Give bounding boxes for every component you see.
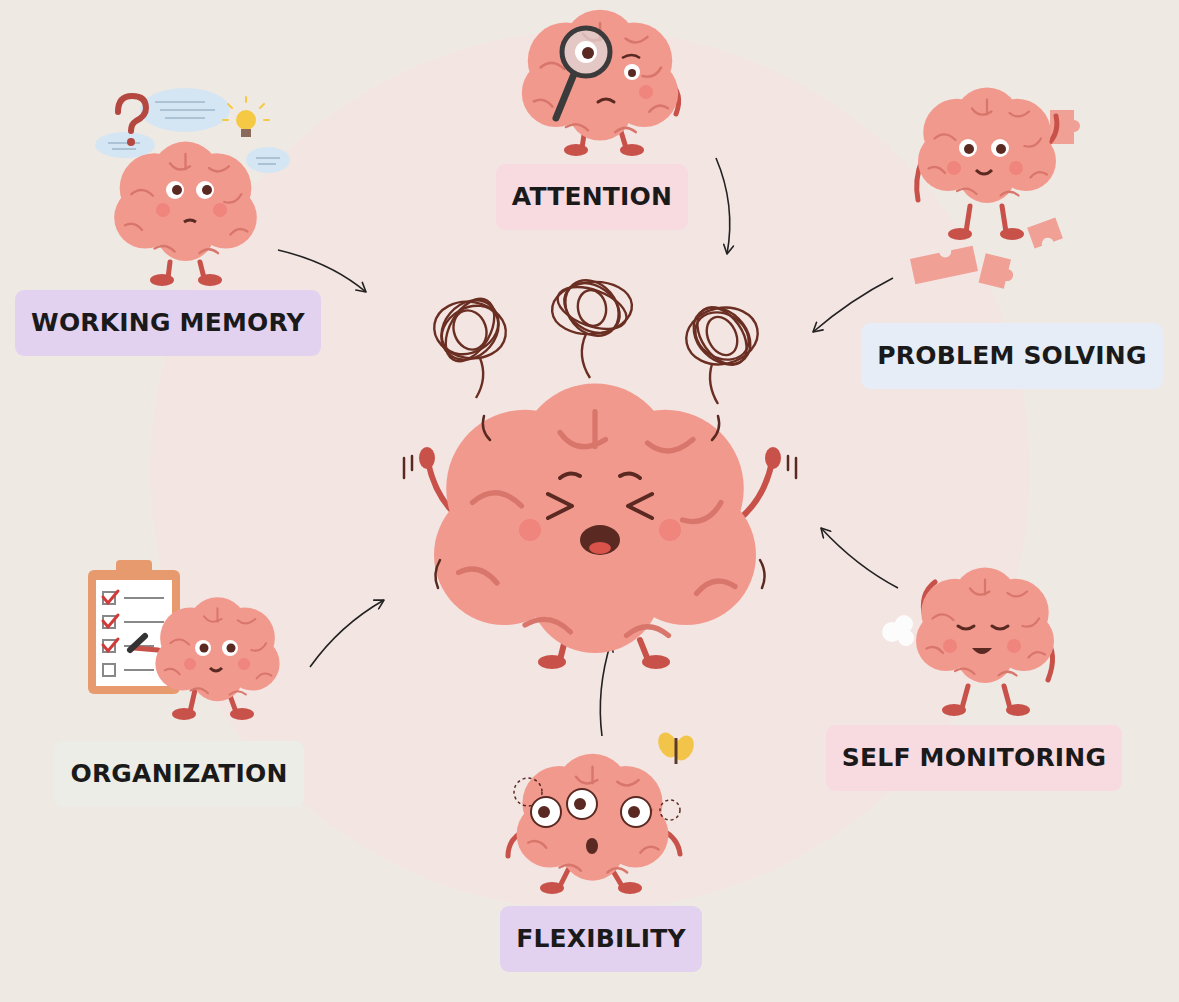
label-text: ATTENTION [512,181,672,213]
self-monitoring-brain [882,568,1054,717]
label-text: SELF MONITORING [842,742,1106,774]
organization-brain [88,560,280,720]
breath-puff [882,615,914,646]
problem-solving-brain [910,88,1080,291]
label-pill: FLEXIBILITY [500,906,702,972]
stressed-brain [404,384,796,670]
label-text: PROBLEM SOLVING [877,340,1146,372]
question-mark-symbol [118,96,146,131]
butterfly-icon [654,729,697,764]
label-pill: SELF MONITORING [826,725,1122,791]
flexibility-brain [508,729,698,894]
label-text: FLEXIBILITY [516,923,686,955]
attention-brain [522,10,679,156]
lightbulb-icon [223,97,269,137]
label-pill: WORKING MEMORY [15,290,321,356]
label-text: WORKING MEMORY [31,307,305,339]
pointer-arrows [278,158,898,736]
label-text: ORGANIZATION [70,758,287,790]
label-pill: ATTENTION [496,164,688,230]
label-pill: PROBLEM SOLVING [861,323,1162,389]
label-pill: ORGANIZATION [54,741,303,807]
working-memory-brain [95,88,290,286]
